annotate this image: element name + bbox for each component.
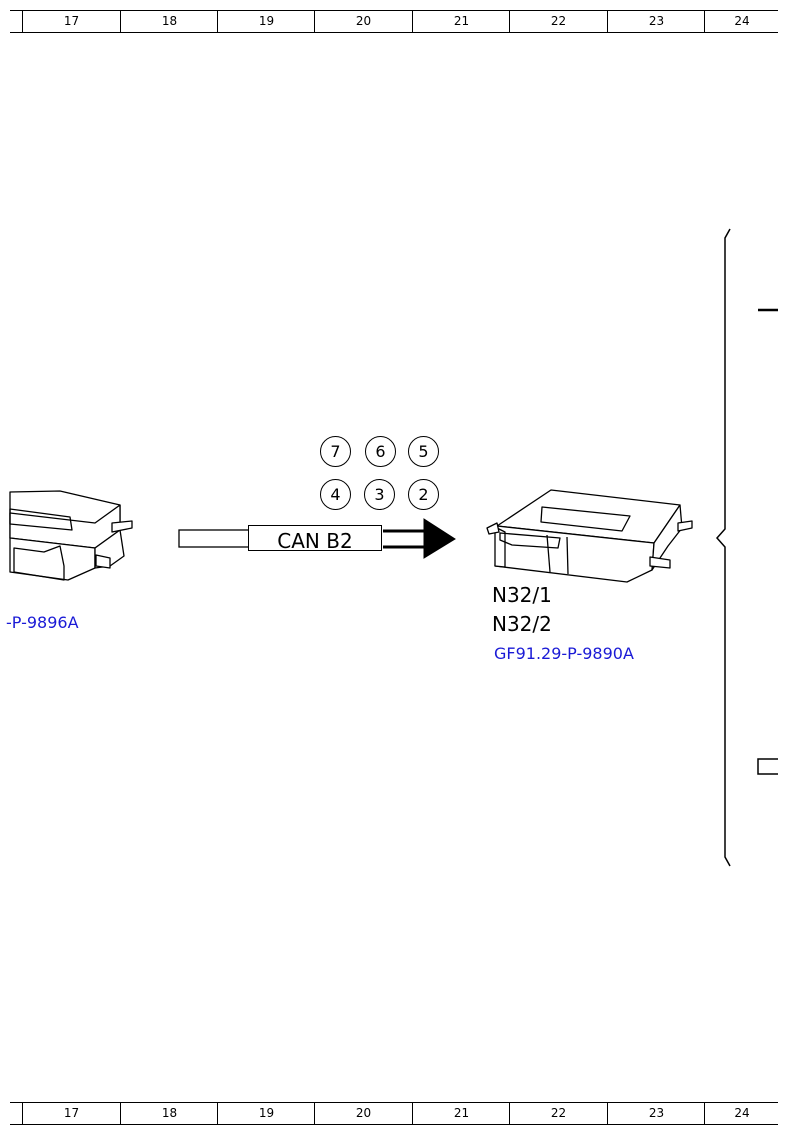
component-label-n32-1: N32/1	[492, 583, 552, 607]
can-bus-label: CAN B2	[248, 525, 382, 553]
ruler-col-22: 22	[509, 11, 607, 32]
pin-4: 4	[320, 479, 351, 510]
ruler-col-21: 21	[412, 1103, 510, 1124]
pin-5: 5	[408, 436, 439, 467]
ruler-col-18: 18	[120, 1103, 218, 1124]
left-control-unit-icon	[9, 490, 133, 581]
pin-6: 6	[365, 436, 396, 467]
ruler-col-19: 19	[217, 11, 315, 32]
ruler-col-21: 21	[412, 11, 510, 32]
ruler-col-24: 24	[704, 1103, 779, 1124]
pin-3: 3	[364, 479, 395, 510]
ruler-col-17: 17	[22, 1103, 120, 1124]
pin-2: 2	[408, 479, 439, 510]
ruler-col-20: 20	[314, 1103, 412, 1124]
right-control-unit-icon	[486, 489, 693, 583]
pin-7: 7	[320, 436, 351, 467]
ruler-col-22: 22	[509, 1103, 607, 1124]
right-component-ref-link[interactable]: GF91.29-P-9890A	[494, 644, 634, 663]
group-bracket	[715, 228, 778, 867]
component-label-n32-2: N32/2	[492, 612, 552, 636]
left-component-ref-link[interactable]: -P-9896A	[6, 613, 79, 632]
bottom-grid-ruler: 17 18 19 20 21 22 23 24	[10, 1102, 778, 1125]
ruler-col-20: 20	[314, 11, 412, 32]
ruler-col-24: 24	[704, 11, 779, 32]
ruler-col-19: 19	[217, 1103, 315, 1124]
ruler-col-23: 23	[607, 11, 705, 32]
ruler-col-18: 18	[120, 11, 218, 32]
ruler-col-17: 17	[22, 11, 120, 32]
ruler-col-23: 23	[607, 1103, 705, 1124]
top-grid-ruler: 17 18 19 20 21 22 23 24	[10, 10, 778, 33]
